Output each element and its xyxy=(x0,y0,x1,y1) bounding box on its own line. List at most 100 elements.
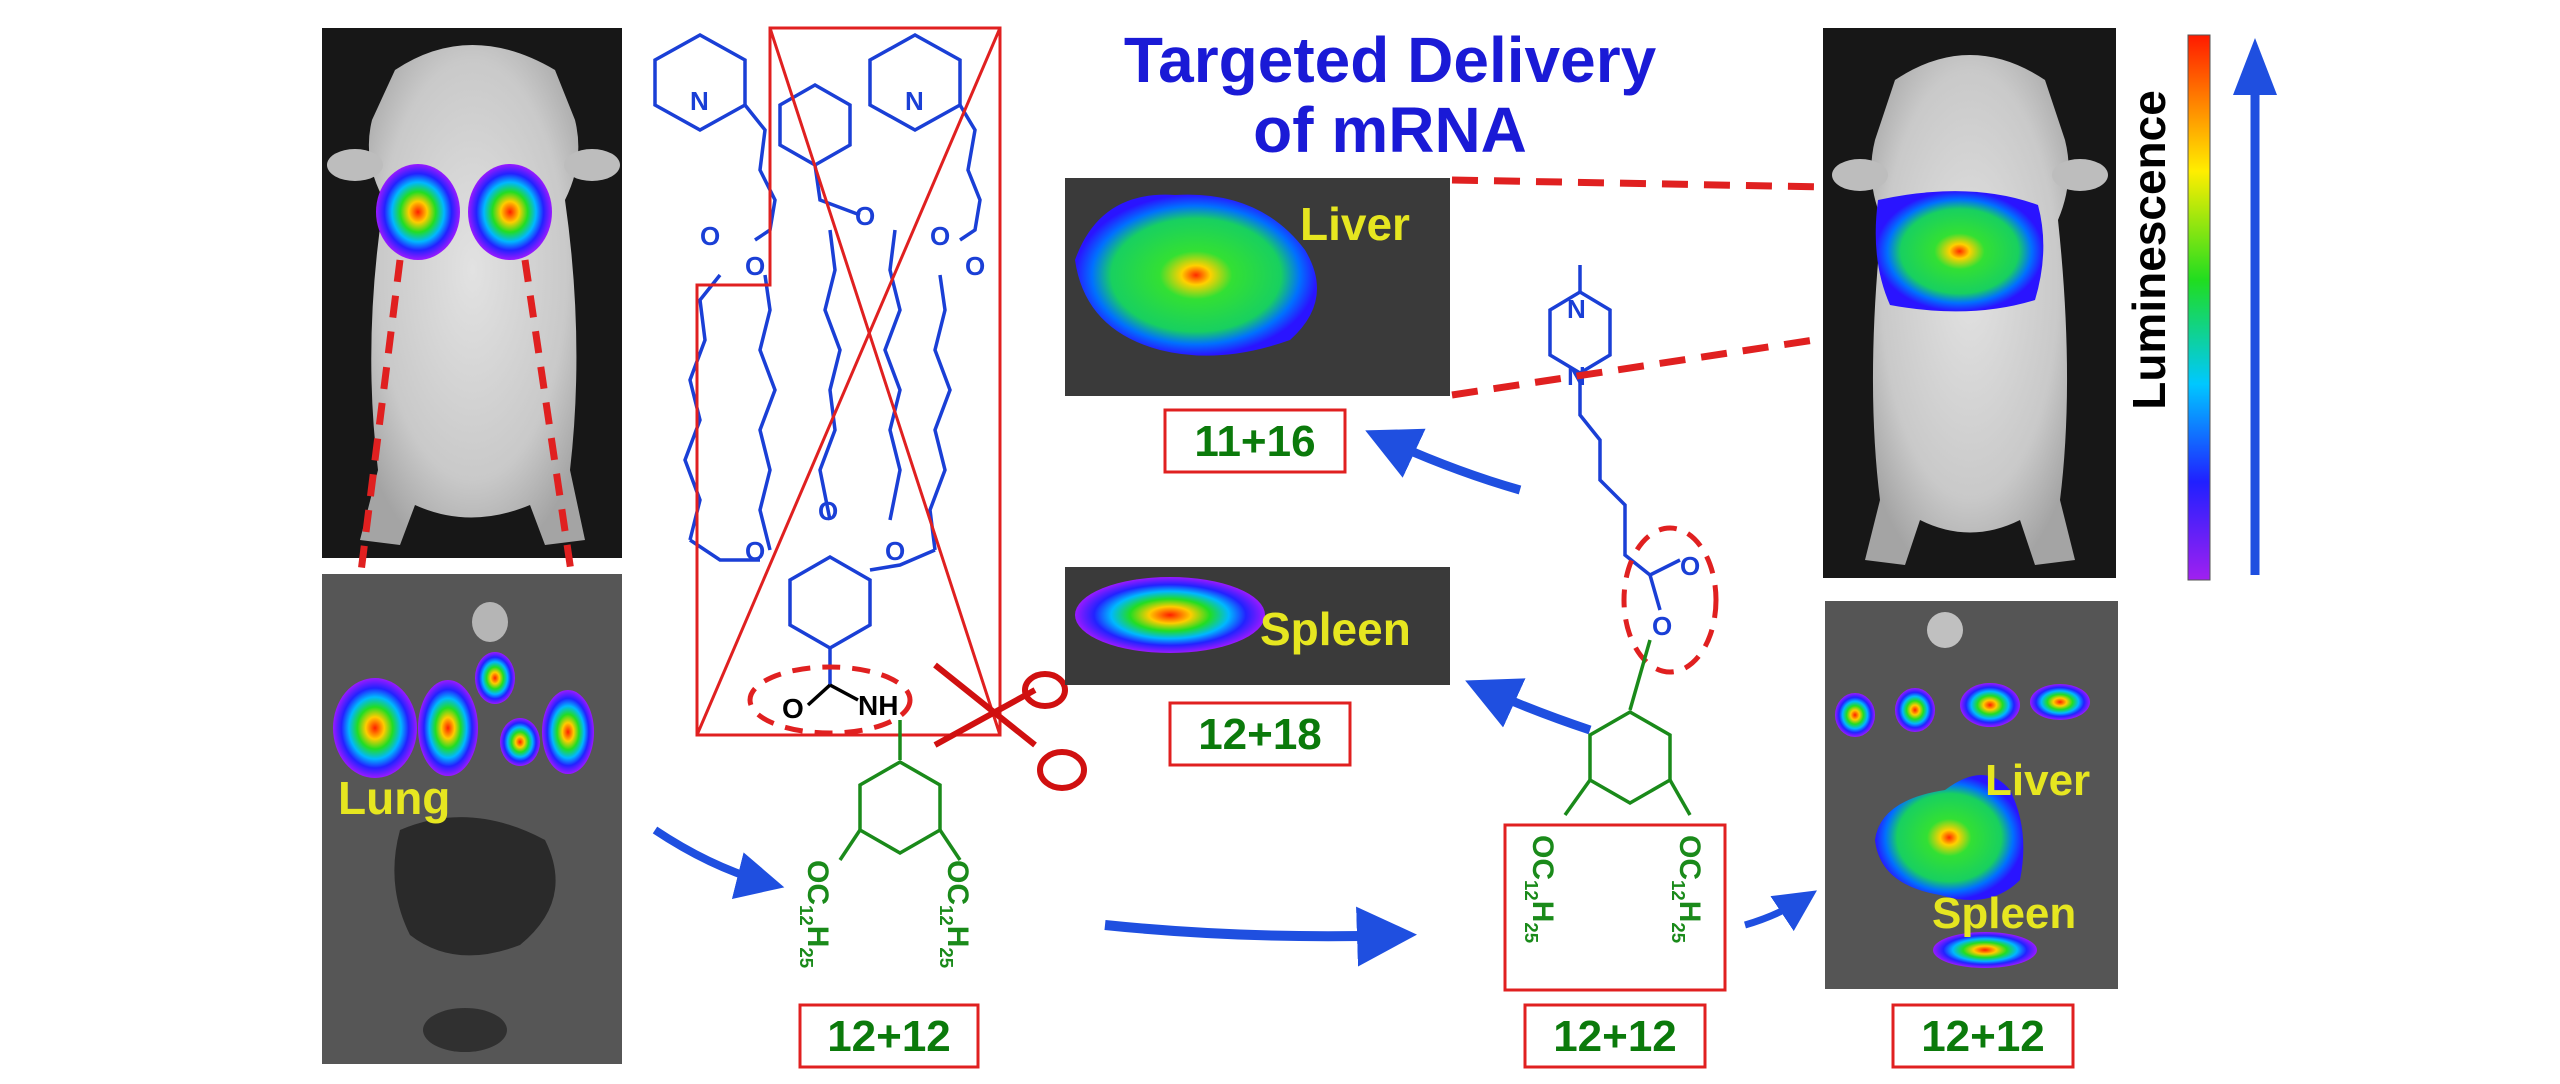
luminescence-colorbar: Luminescence xyxy=(2123,34,2211,581)
left-mouse-panel xyxy=(322,28,622,558)
left-mouse-paw xyxy=(564,149,620,181)
right-mouse-panel xyxy=(1823,28,2116,578)
nitrogen-atom: N xyxy=(690,86,709,116)
oxygen-atom: O xyxy=(818,496,838,526)
liver-label-organ: Liver xyxy=(1985,756,2090,805)
arrow-to-organs xyxy=(1744,890,1817,932)
crown-loop xyxy=(818,229,842,521)
scissors-icon xyxy=(933,662,1087,791)
lung-lobe xyxy=(542,690,594,774)
lung-lobe xyxy=(418,680,478,776)
spleen-panel: Spleen xyxy=(1065,567,1450,685)
formulation-box xyxy=(1168,701,1352,767)
crown-loop xyxy=(883,229,902,521)
oxygen-atom: O xyxy=(745,536,765,566)
lung-signal-left xyxy=(376,164,460,260)
lung-lobe xyxy=(1835,693,1875,737)
nitrogen-atom: N xyxy=(905,86,924,116)
formulation-box xyxy=(1523,1003,1707,1069)
organ-heart xyxy=(1927,612,1963,648)
liver-label: Liver xyxy=(1300,198,1410,250)
colorbar-label: Luminescence xyxy=(2123,90,2175,410)
lung-lobe xyxy=(475,652,515,704)
formulation-label-organs: 12+12 xyxy=(1921,1012,2045,1061)
crown-loop xyxy=(869,548,936,572)
right-mouse-paw xyxy=(2052,159,2108,191)
spleen-label: Spleen xyxy=(1260,603,1411,655)
luminescence-arrow-icon xyxy=(2233,38,2277,575)
organ-liver-dark xyxy=(394,817,556,956)
right-mouse-paw xyxy=(1832,159,1888,191)
liver-signal-organ xyxy=(1875,775,2024,900)
formulation-label-spleen: 12+18 xyxy=(1198,710,1322,759)
arrow-to-liver xyxy=(1365,428,1522,495)
flow-arrows xyxy=(652,428,1817,967)
liver-zoom-lines xyxy=(1451,176,1881,399)
oxygen-atom: O xyxy=(965,251,985,281)
chain xyxy=(813,164,861,217)
amide-oxygen: O xyxy=(782,693,804,724)
oxygen-atom: O xyxy=(885,536,905,566)
crossed-structure xyxy=(653,32,982,651)
chain xyxy=(958,104,982,242)
crown-loop xyxy=(758,274,777,551)
formulation-box xyxy=(798,1003,980,1069)
left-mouse-paw xyxy=(327,149,383,181)
cross-out-icon xyxy=(695,26,1002,737)
amide-nh: NH xyxy=(858,690,898,721)
structure-atoms: N N O O O O O O O O xyxy=(690,86,985,566)
nitrogen-atom: N xyxy=(1567,361,1586,391)
title-line-1: Targeted Delivery xyxy=(1124,24,1657,96)
arrow-main xyxy=(1104,906,1417,967)
arrow-to-spleen xyxy=(1465,678,1592,735)
lung-lobe xyxy=(500,718,540,766)
left-mouse-body xyxy=(360,45,585,545)
lung-lobe xyxy=(1895,688,1935,732)
formulation-box xyxy=(1163,408,1347,474)
liver-panel: Liver xyxy=(1065,178,1450,396)
benzyl-ring xyxy=(778,82,852,168)
lipid-tail-right xyxy=(1563,639,1692,817)
spleen-signal xyxy=(1075,577,1265,653)
spleen-signal-organ xyxy=(1933,932,2037,968)
lipid-tail-box xyxy=(1503,823,1727,992)
alkoxy-chain-left: OC12H25 xyxy=(796,860,834,968)
formulation-label-liver: 11+16 xyxy=(1194,417,1315,466)
oxygen-atom: O xyxy=(855,201,875,231)
lung-label: Lung xyxy=(338,772,450,824)
oxygen-atom: O xyxy=(700,221,720,251)
crown-loop xyxy=(683,273,722,541)
crown-loop xyxy=(928,274,952,551)
formulation-label-main: 12+12 xyxy=(1553,1012,1677,1061)
liver-signal-mouse xyxy=(1875,191,2044,312)
lung-lobe xyxy=(333,678,417,778)
arrow-to-lipid xyxy=(652,826,785,899)
formulation-box xyxy=(1891,1003,2075,1069)
oxygen-atom: O xyxy=(930,221,950,251)
gallate-ring xyxy=(788,554,872,651)
chain-label-left: OC12H25 OC12H25 xyxy=(796,860,974,968)
ester-site-circle xyxy=(1621,525,1719,675)
oxygen-atom: O xyxy=(745,251,765,281)
formulation-label-lung: 12+12 xyxy=(827,1012,951,1061)
crown-loop xyxy=(689,538,760,562)
oxygen-atom: O xyxy=(1652,611,1672,641)
cleavage-site-circle xyxy=(747,664,913,736)
left-organ-panel: Lung xyxy=(322,574,622,1064)
organ-heart xyxy=(472,602,508,642)
title-line-2: of mRNA xyxy=(1253,94,1527,166)
lung-lobe xyxy=(1960,683,2020,727)
lipid-tail-left xyxy=(838,720,962,861)
nitrogen-atom: N xyxy=(1567,294,1586,324)
alkoxy-chain-right: OC12H25 xyxy=(1668,835,1706,943)
amide-group: O NH xyxy=(782,648,898,724)
spleen-label-organ: Spleen xyxy=(1932,889,2076,938)
right-organ-panel: Liver Spleen xyxy=(1825,601,2118,989)
chain xyxy=(743,103,777,242)
liver-signal xyxy=(1075,194,1317,356)
oxygen-atom: O xyxy=(1680,551,1700,581)
colorbar-gradient xyxy=(2187,34,2211,581)
lung-signal-right xyxy=(468,164,552,260)
alkoxy-chain-right: OC12H25 xyxy=(936,860,974,968)
right-structure xyxy=(1548,265,1681,611)
